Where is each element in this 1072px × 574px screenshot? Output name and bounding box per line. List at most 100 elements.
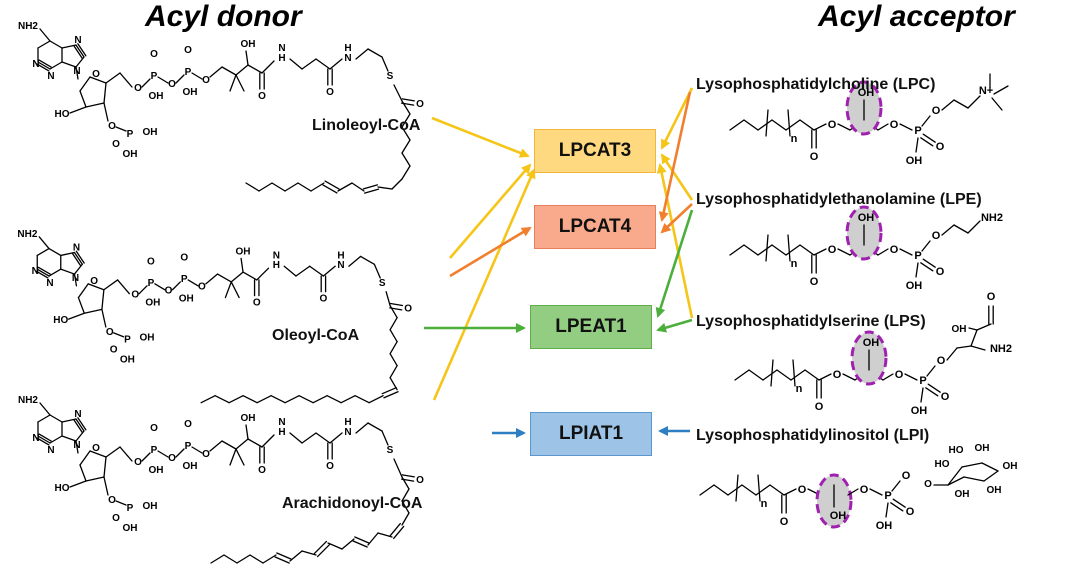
bond [39,28,51,42]
atom-label: HO [55,109,70,120]
bond [69,480,87,488]
bond [389,341,398,355]
atom-label: O [326,87,334,98]
bond [235,64,249,76]
bond [312,395,328,404]
bond [401,512,410,526]
atom-label: O [320,294,328,305]
bond [847,488,859,496]
atom-label: OH [145,297,160,308]
atom-label: NH2 [18,395,38,406]
bond [326,395,342,404]
bond [359,255,376,265]
bond [105,446,121,458]
bond [48,268,62,277]
atom-label: O [108,495,116,506]
bond [921,240,931,252]
atom-label: P [127,129,134,140]
bond [757,119,773,131]
bond [729,244,745,256]
atom-label: N [337,260,344,271]
bond [236,554,251,564]
bond [713,484,729,496]
bond [877,123,889,131]
atom-label: OH [830,510,847,522]
bond [49,435,63,444]
atom-label: O [326,461,334,472]
bond [75,440,79,454]
atom-label: O [110,344,118,355]
bond [324,180,340,190]
bond [947,466,963,486]
bond [73,251,83,265]
bond [729,119,745,131]
bond [191,446,203,454]
acceptor-name-lpc: Lysophosphatidylcholine (LPC) [696,76,936,93]
bond [352,540,368,548]
bond [813,123,827,131]
atom-label: O [987,291,996,303]
bond [799,244,815,256]
bond [755,484,771,496]
atom-label: OH [241,39,256,50]
bond [245,50,249,66]
bond [915,262,919,278]
atom-label: O [202,75,210,86]
atom-label: O [924,479,932,490]
bond [79,450,91,466]
bond [837,123,851,131]
bond [877,248,889,256]
atom-label: N [32,59,39,70]
bond [769,484,785,496]
atom-label: OH [143,127,158,138]
bond [970,345,986,351]
bond [103,279,119,291]
bond [89,76,107,84]
bond [389,305,398,319]
bond [885,502,889,518]
bond [329,432,343,444]
bond [976,323,992,331]
atom-label: O [92,69,100,80]
bond [967,220,981,234]
bond [993,85,1009,95]
bond [340,395,356,404]
bond [389,365,398,379]
bond [355,422,369,434]
bond [77,283,89,299]
donor-name-oleoyl-coa: Oleoyl-CoA [272,327,360,344]
bond [75,250,85,264]
atom-label: O [404,304,412,315]
bond [922,133,936,143]
bond [401,165,411,180]
bond [101,289,105,310]
bond [354,536,370,544]
bond [741,484,757,496]
atom-label: NH2 [981,212,1003,224]
arrow-lpe-to-lpcat4 [660,203,693,234]
bond [818,373,832,381]
bond [224,281,232,299]
bond [247,64,263,74]
atom-label: P [151,445,158,456]
bond [242,395,258,404]
bond [249,554,264,564]
bond [787,234,791,262]
atom-label: O [828,244,837,256]
bond [770,359,774,387]
bond [757,244,773,256]
bond [289,58,303,70]
atom-label: S [387,71,394,82]
bond [869,488,883,496]
bond [79,76,91,92]
atom-label: O [168,453,176,464]
bond [87,283,105,291]
atom-label: O [258,91,266,102]
atom-label: S [387,445,394,456]
bond [301,432,317,444]
atom-label: N [278,417,285,428]
bond [953,99,969,109]
bond [77,43,87,57]
